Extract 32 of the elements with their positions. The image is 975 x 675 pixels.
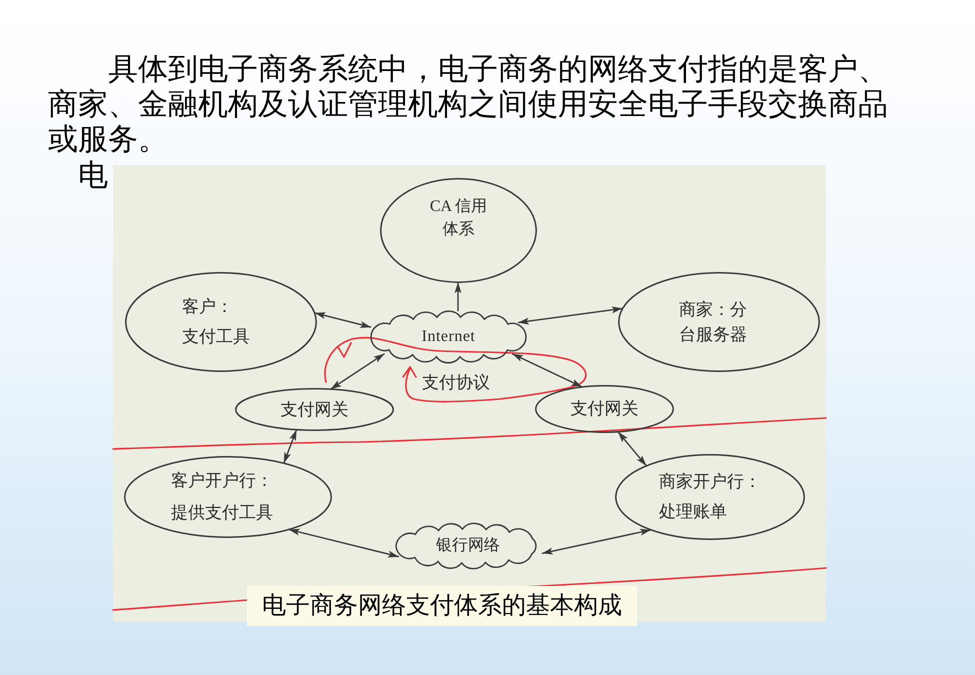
- node-label: CA 信用体系: [428, 196, 488, 240]
- double-arrow: [283, 429, 298, 464]
- node-label: 客户：: [182, 296, 233, 318]
- node-label: 支付网关: [280, 398, 348, 420]
- node-label: 处理账单: [659, 501, 727, 523]
- node-label: 客户开户行：: [171, 470, 273, 492]
- paragraph: 具体到电子商务系统中，电子商务的网络支付指的是客户、商家、金融机构及认证管理机构之间使用安全电子手段交换商品或服务。: [48, 52, 889, 157]
- arrow: [454, 282, 462, 312]
- ellipse-shape: [380, 178, 537, 283]
- figure-caption: 电子商务网络支付体系的基本构成: [247, 586, 637, 626]
- ellipse-shape: [235, 388, 394, 431]
- double-arrow: [288, 528, 400, 558]
- node-label: Internet: [422, 328, 476, 346]
- node-label: 支付网关: [570, 398, 638, 420]
- diagram-label: 支付协议: [422, 373, 490, 393]
- ellipse-shape: [618, 272, 820, 372]
- double-arrow: [518, 306, 623, 325]
- double-arrow: [330, 353, 385, 390]
- node-label: 支付工具: [182, 326, 250, 348]
- double-arrow: [512, 353, 583, 388]
- node-label: 商家：分台服务器: [678, 299, 748, 346]
- node-label: 商家开户行：: [659, 471, 761, 493]
- ellipse-shape: [535, 385, 674, 433]
- ellipse-shape: [125, 272, 317, 372]
- text-fragment: 电: [78, 158, 108, 193]
- double-arrow: [617, 431, 647, 466]
- ellipse-shape: [615, 454, 805, 540]
- double-arrow: [314, 312, 372, 328]
- double-arrow: [542, 528, 652, 554]
- node-label: 提供支付工具: [171, 502, 273, 524]
- node-label: 银行网络: [436, 536, 500, 556]
- ellipse-shape: [124, 456, 332, 538]
